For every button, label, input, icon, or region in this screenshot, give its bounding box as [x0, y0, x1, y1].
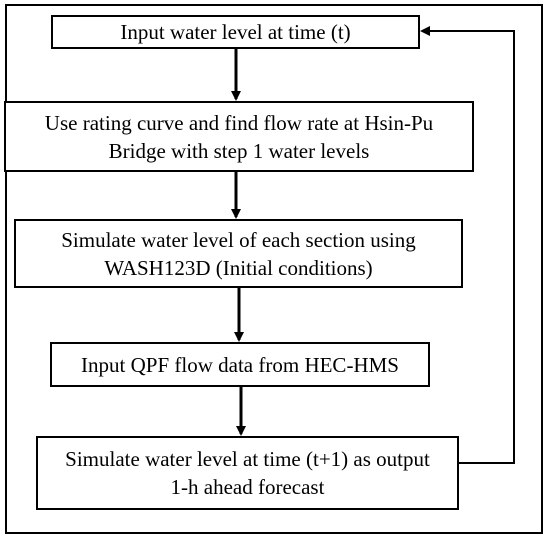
step-rating-curve-label: Use rating curve and find flow rate at H…	[44, 110, 434, 163]
step-simulate-initial: Simulate water level of each section usi…	[14, 219, 463, 288]
feedback-loop-arrow	[420, 26, 515, 464]
outer-frame	[5, 4, 543, 534]
step-input-qpf: Input QPF flow data from HEC-HMS	[50, 342, 430, 387]
step-simulate-initial-label: Simulate water level of each section usi…	[61, 227, 416, 280]
step-simulate-output-label: Simulate water level at time (t+1) as ou…	[65, 447, 430, 499]
step-input-qpf-label: Input QPF flow data from HEC-HMS	[81, 352, 399, 377]
step-rating-curve: Use rating curve and find flow rate at H…	[4, 101, 474, 172]
step-input-water-level: Input water level at time (t)	[51, 15, 420, 49]
step-simulate-output: Simulate water level at time (t+1) as ou…	[36, 436, 459, 510]
step-input-water-level-label: Input water level at time (t)	[120, 20, 351, 44]
